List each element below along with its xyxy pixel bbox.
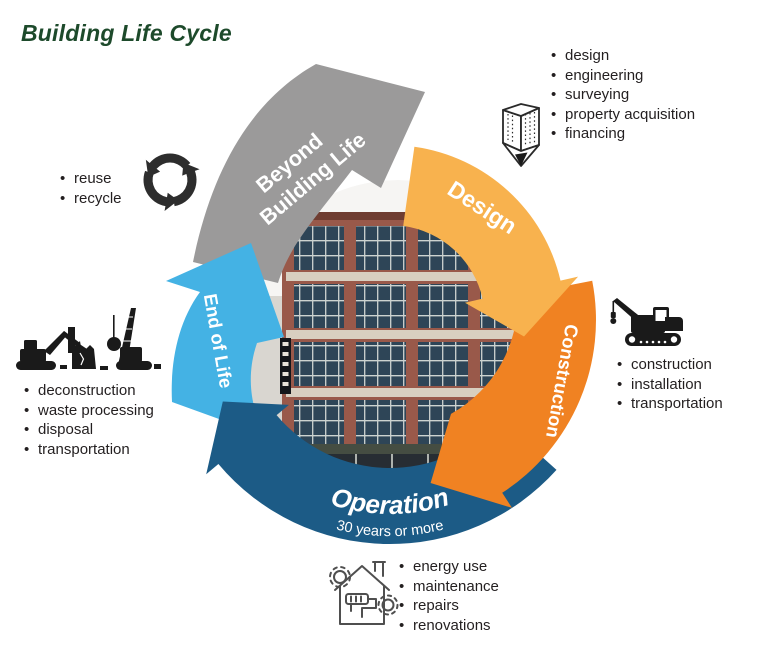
list-item: transportation <box>617 394 723 414</box>
operation-activity-list: energy use maintenance repairs renovatio… <box>399 557 499 635</box>
list-item: financing <box>551 124 695 144</box>
operation-duration: 30 years or more <box>335 518 445 541</box>
end-of-life-arrow <box>166 243 284 436</box>
list-item: property acquisition <box>551 105 695 125</box>
house-renovation-icon <box>329 561 399 625</box>
list-item: repairs <box>399 596 499 616</box>
list-item: engineering <box>551 66 695 86</box>
page-title: Building Life Cycle <box>21 20 232 46</box>
list-item: design <box>551 46 695 66</box>
list-item: disposal <box>24 420 154 440</box>
list-item: construction <box>617 355 723 375</box>
list-item: transportation <box>24 440 154 460</box>
design-activity-list: design engineering surveying property ac… <box>551 46 695 144</box>
crane-icon <box>610 298 683 346</box>
list-item: reuse <box>60 169 122 189</box>
beyond-activity-list: reuse recycle <box>60 169 122 208</box>
demolition-icon <box>16 308 161 370</box>
design-arrow <box>403 146 579 337</box>
list-item: waste processing <box>24 401 154 421</box>
list-item: deconstruction <box>24 381 154 401</box>
operation-arrow <box>206 401 557 545</box>
list-item: energy use <box>399 557 499 577</box>
list-item: installation <box>617 375 723 395</box>
cycle-arrows <box>166 64 596 545</box>
list-item: renovations <box>399 616 499 636</box>
pencil-icon <box>502 103 540 167</box>
list-item: maintenance <box>399 577 499 597</box>
recycle-icon <box>132 141 200 215</box>
list-item: recycle <box>60 189 122 209</box>
end-of-life-activity-list: deconstruction waste processing disposal… <box>24 381 154 459</box>
beyond-building-life-arrow <box>193 64 425 283</box>
construction-arrow <box>430 280 596 508</box>
construction-activity-list: construction installation transportation <box>617 355 723 414</box>
storefront-canopy <box>282 444 548 454</box>
list-item: surveying <box>551 85 695 105</box>
